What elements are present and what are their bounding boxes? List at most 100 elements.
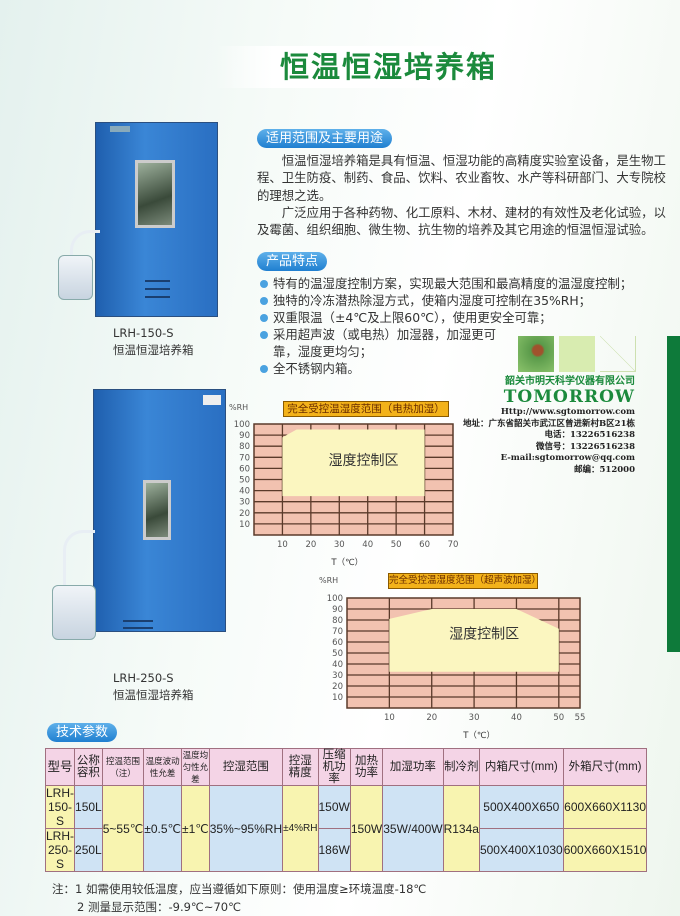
- y-tick-label: 20: [239, 509, 250, 519]
- header-cell: 加热功率: [349, 748, 384, 786]
- specs-section: 技术参数 型号 公称容积 控温范围（注） 温度波动性允差 温度均匀性允差 控湿范…: [44, 721, 648, 916]
- cell-compressor: 150W: [317, 785, 351, 829]
- company-url[interactable]: Http://www.sgtomorrow.com: [500, 407, 635, 417]
- feature-item: 双重限温（±4℃及上限60℃），使用更安全可靠；: [257, 309, 668, 326]
- company-brand: TOMORROW: [503, 387, 635, 407]
- y-tick-label: 80: [332, 616, 343, 626]
- product-image-lrh-150-s: [50, 120, 225, 320]
- product-image-lrh-250-s: [48, 385, 228, 645]
- y-tick-label: 70: [239, 453, 250, 463]
- x-tick-label: 50: [553, 713, 564, 723]
- header-cell: 加湿功率: [382, 748, 444, 786]
- x-tick-label: 55: [575, 713, 585, 723]
- notes: 注：1 如需使用较低温度，应当遵循如下原则：使用温度≥环境温度-18℃ 2 测量…: [52, 880, 645, 916]
- cell-model: LRH-150-S: [44, 785, 76, 829]
- intro-column: 适用范围及主要用途 恒温恒湿培养箱是具有恒温、恒湿功能的高精度实验室设备，是生物…: [257, 127, 668, 377]
- y-tick-label: 60: [239, 464, 250, 474]
- x-tick-label: 10: [277, 540, 288, 550]
- y-axis-label: %RH: [229, 403, 248, 412]
- note-2: 2 测量显示范围：-9.9℃~70℃: [77, 900, 242, 914]
- company-email[interactable]: E-mail:sgtomorrow@qq.com: [500, 453, 635, 464]
- y-tick-label: 30: [239, 498, 250, 508]
- y-tick-label: 100: [234, 420, 250, 430]
- y-tick-label: 20: [332, 682, 343, 692]
- y-tick-label: 40: [239, 487, 250, 497]
- control-region: [282, 429, 425, 497]
- company-postcode: 邮编：512000: [574, 464, 635, 475]
- header-cell: 控温范围（注）: [101, 748, 145, 786]
- cell-uniformity: ±1℃: [180, 785, 210, 872]
- company-logo-tiles: [518, 336, 636, 372]
- y-tick-label: 70: [332, 627, 343, 637]
- header-cell: 温度均匀性允差: [180, 748, 210, 786]
- cell-humidity-precision: ±4%RH: [282, 785, 319, 872]
- company-address: 地址：广东省韶关市武江区曾进新村B区21栋: [462, 418, 635, 429]
- feature-item: 采用超声波（或电热）加湿器，加湿更可靠，湿度更均匀；: [257, 326, 512, 360]
- features-heading: 产品特点: [257, 252, 328, 272]
- y-tick-label: 30: [332, 671, 343, 681]
- company-name: 韶关市明天科学仪器有限公司: [505, 376, 635, 387]
- scope-heading: 适用范围及主要用途: [257, 129, 393, 148]
- x-tick-label: 40: [511, 713, 522, 723]
- x-axis-label: T（℃）: [462, 730, 495, 741]
- butterfly-photo: [518, 336, 554, 372]
- y-axis-label: %RH: [319, 576, 338, 585]
- spec-table: 型号 公称容积 控温范围（注） 温度波动性允差 温度均匀性允差 控湿范围 控湿精…: [44, 748, 648, 872]
- region-label: 湿度控制区: [329, 453, 399, 469]
- x-tick-label: 60: [419, 540, 430, 550]
- cell-model: LRH-250-S: [44, 828, 76, 872]
- header-cell: 内箱尺寸(mm): [478, 748, 564, 786]
- cell-temp-range: 5~55℃: [101, 785, 145, 872]
- y-tick-label: 80: [239, 442, 250, 452]
- specs-heading: 技术参数: [47, 723, 118, 742]
- x-tick-label: 40: [362, 540, 373, 550]
- header-cell: 压缩机功率: [317, 748, 351, 786]
- x-tick-label: 20: [426, 713, 437, 723]
- header-cell: 温度波动性允差: [143, 748, 182, 786]
- y-tick-label: 50: [332, 649, 343, 659]
- green-side-bar: [667, 336, 680, 652]
- cell-inner-size: 500X400X650: [478, 785, 564, 829]
- x-tick-label: 20: [305, 540, 316, 550]
- feature-item: 全不锈钢内箱。: [257, 360, 457, 377]
- page-title: 恒温恒湿培养箱: [215, 46, 505, 88]
- x-tick-label: 70: [448, 540, 459, 550]
- table-row: LRH-250-S 250L 186W 500X400X1030 600X660…: [44, 828, 648, 872]
- scope-paragraph: 广泛应用于各种药物、化工原料、木材、建材的有效性及老化试验，以及霉菌、组织细胞、…: [257, 204, 666, 238]
- cell-inner-size: 500X400X1030: [478, 828, 564, 872]
- feature-item: 独特的冷冻潜热除湿方式，使箱内湿度可控制在35%RH；: [257, 292, 668, 309]
- cell-compressor: 186W: [317, 828, 351, 872]
- x-axis-label: T（℃）: [330, 557, 363, 568]
- y-tick-label: 100: [327, 594, 343, 604]
- scope-paragraph: 恒温恒湿培养箱是具有恒温、恒湿功能的高精度实验室设备，是生物工程、卫生防疫、制药…: [257, 153, 666, 203]
- y-tick-label: 40: [332, 660, 343, 670]
- features-list: 特有的温湿度控制方案，实现最大范围和最高精度的温湿度控制； 独特的冷冻潜热除湿方…: [257, 275, 668, 377]
- y-tick-label: 90: [239, 431, 250, 441]
- header-cell: 外箱尺寸(mm): [562, 748, 648, 786]
- control-region: [389, 609, 559, 672]
- cell-heating: 150W: [349, 785, 384, 872]
- cell-capacity: 150L: [74, 785, 103, 829]
- y-tick-label: 50: [239, 476, 250, 486]
- header-cell: 控湿范围: [208, 748, 284, 786]
- header-cell: 型号: [44, 748, 76, 786]
- feature-item: 特有的温湿度控制方案，实现最大范围和最高精度的温湿度控制；: [257, 275, 668, 292]
- scope-text: 恒温恒湿培养箱是具有恒温、恒湿功能的高精度实验室设备，是生物工程、卫生防疫、制药…: [257, 152, 668, 238]
- company-info: 韶关市明天科学仪器有限公司 TOMORROW Http://www.sgtomo…: [457, 376, 635, 477]
- cell-humidifying: 35W/400W: [382, 785, 444, 872]
- chart-2-title: 完全受控温湿度范围（超声波加湿）: [388, 573, 541, 589]
- chart-1-title: 完全受控温湿度范围（电热加湿）: [283, 401, 449, 417]
- product-name: 恒温恒湿培养箱: [113, 343, 194, 357]
- cell-fluctuation: ±0.5℃: [143, 785, 182, 872]
- y-tick-label: 90: [332, 605, 343, 615]
- x-tick-label: 30: [469, 713, 480, 723]
- cell-capacity: 250L: [74, 828, 103, 872]
- header-cell: 控湿精度: [282, 748, 319, 786]
- cell-outer-size: 600X660X1130: [562, 785, 648, 829]
- table-row: LRH-150-S 150L 5~55℃ ±0.5℃ ±1℃ 35%~95%RH…: [44, 785, 648, 872]
- product-name: 恒温恒湿培养箱: [113, 688, 194, 702]
- table-header-row: 型号 公称容积 控温范围（注） 温度波动性允差 温度均匀性允差 控湿范围 控湿精…: [44, 748, 648, 786]
- cell-humidity-range: 35%~95%RH: [208, 785, 284, 872]
- cell-refrigerant: R134a: [442, 785, 480, 872]
